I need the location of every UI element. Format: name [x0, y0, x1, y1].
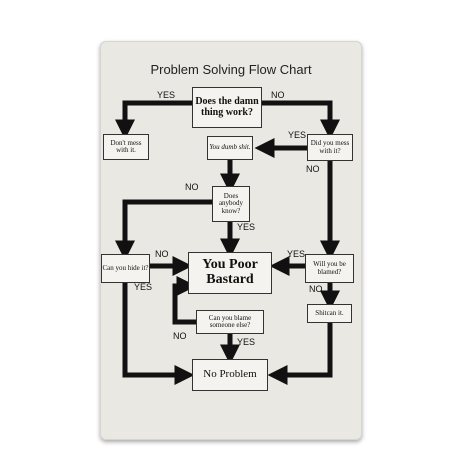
- node-can-you-hide: Can you hide it?: [101, 254, 150, 283]
- node-no-problem: No Problem: [192, 359, 268, 391]
- arrow-work-no: [262, 100, 340, 140]
- node-did-you-mess: Did you mess with it?: [307, 134, 353, 161]
- label-no-mess: NO: [306, 164, 320, 174]
- node-does-anybody-know: Does anybody know?: [212, 186, 250, 222]
- node-you-dumb: You dumb shit.: [207, 136, 253, 160]
- node-can-you-blame: Can you blame someone else?: [196, 310, 264, 334]
- label-no-blame-else: NO: [173, 331, 187, 341]
- node-dont-mess: Don't mess with it.: [103, 134, 149, 160]
- label-yes-work: YES: [157, 90, 176, 100]
- label-no-blamed: NO: [309, 284, 323, 294]
- label-yes-mess: YES: [288, 130, 307, 140]
- label-yes-blame-else: YES: [237, 337, 256, 347]
- arrow-hide-yes: [122, 283, 195, 385]
- label-yes-hide: YES: [134, 282, 153, 292]
- arrow-shitcan-down: [267, 323, 333, 385]
- arrow-work-yes: [115, 100, 192, 140]
- node-does-it-work: Does the damn thing work?: [192, 87, 262, 128]
- arrow-anybody-no: [115, 199, 212, 261]
- node-shitcan-it: Shitcan it.: [307, 304, 352, 323]
- label-yes-anybody: YES: [237, 222, 256, 232]
- node-will-you-be-blamed: Will you be blamed?: [305, 254, 354, 283]
- arrow-blame-else-no: [172, 276, 197, 325]
- node-you-poor-bastard: You Poor Bastard: [188, 252, 272, 294]
- label-yes-blamed: YES: [287, 249, 306, 259]
- chart-title: Problem Solving Flow Chart: [150, 62, 312, 77]
- label-no-work: NO: [271, 90, 285, 100]
- label-no-hide: NO: [155, 249, 169, 259]
- label-no-anybody: NO: [185, 182, 199, 192]
